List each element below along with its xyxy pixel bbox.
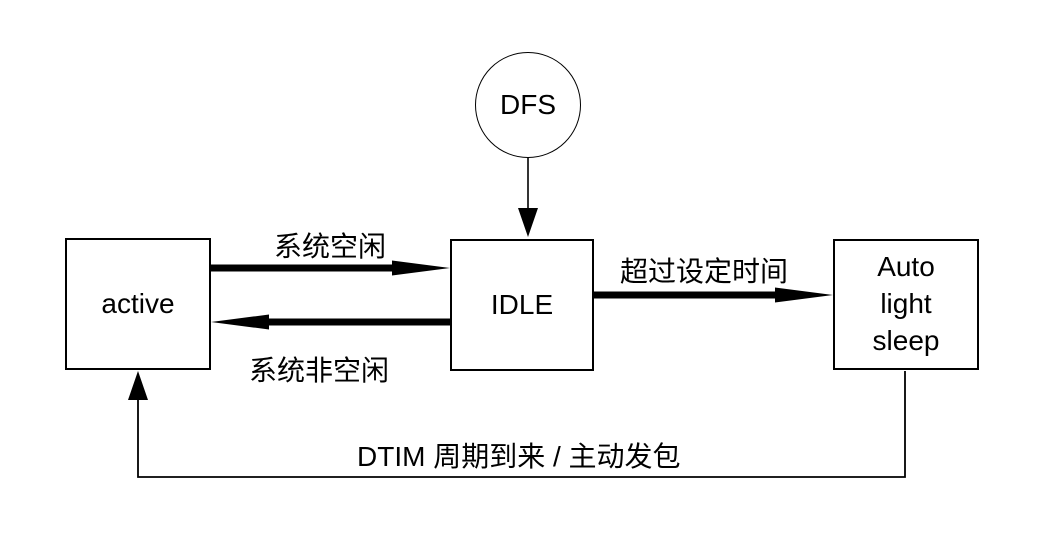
auto-light-sleep-line-3: sleep [872, 324, 940, 356]
node-idle-label: IDLE [490, 288, 554, 320]
node-idle: IDLE [450, 239, 594, 371]
edge-label-exceed-set-time: 超过设定时间 [619, 256, 788, 287]
node-dfs: DFS [475, 52, 581, 158]
node-auto-light-sleep-label: Auto light sleep [873, 249, 940, 360]
edge-label-system-not-idle: 系统非空闲 [248, 355, 389, 386]
edge-idle-to-active [211, 314, 450, 330]
node-auto-light-sleep: Auto light sleep [833, 239, 979, 370]
auto-light-sleep-line-1: Auto [877, 251, 935, 283]
edge-label-system-idle: 系统空闲 [273, 231, 386, 262]
node-dfs-label: DFS [500, 89, 556, 120]
edge-dfs-to-idle [518, 158, 538, 237]
edge-label-dtim-period: DTIM 周期到来 / 主动发包 [357, 441, 681, 472]
node-active-label: active [101, 287, 175, 319]
node-active: active [65, 238, 211, 370]
auto-light-sleep-line-2: light [880, 288, 932, 320]
